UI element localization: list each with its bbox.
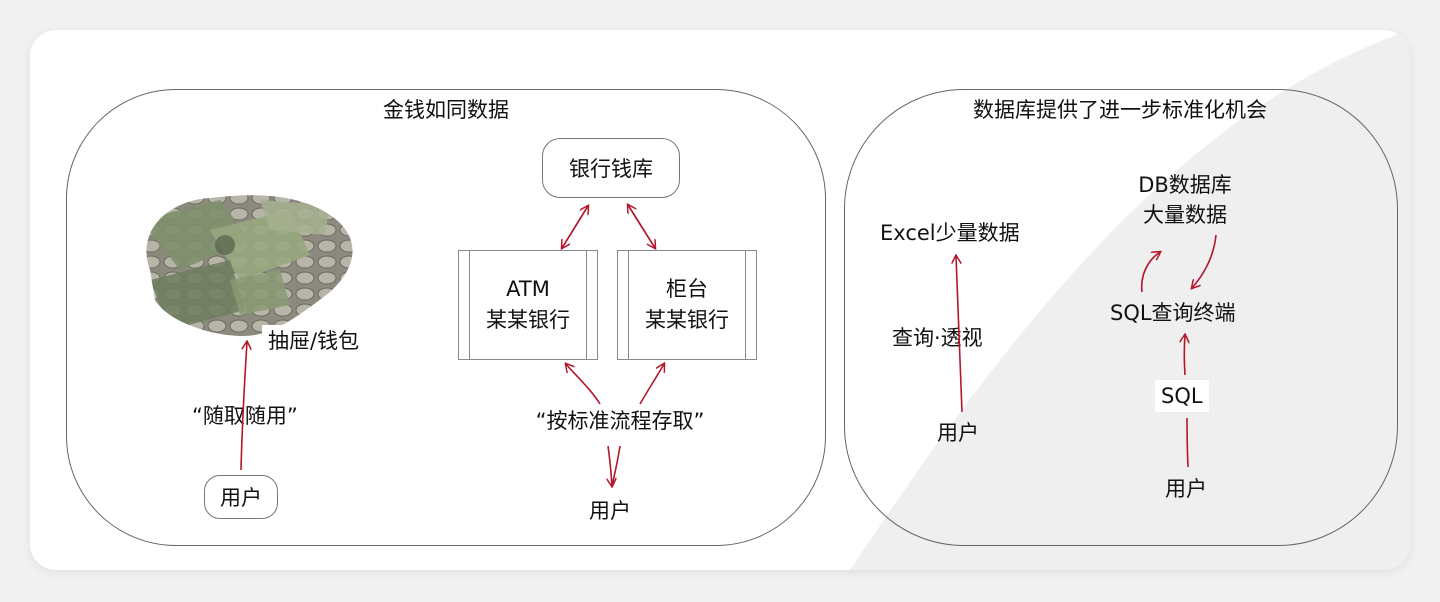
left-user-label: 用户 [937,421,979,445]
atm-bank-label: 某某银行 [486,308,570,332]
arrow-user-to-excel [956,256,963,413]
sql-terminal-label: SQL查询终端 [1110,301,1236,325]
arrow-vault-atm-b [562,205,589,248]
bottom-user-label: 用户 [589,499,631,523]
atm-box: ATM 某某银行 [458,250,598,360]
atm-label: ATM [506,276,550,301]
arrow-terminal-to-db [1140,252,1160,293]
diagram-canvas: 金钱如同数据 抽屉/钱包 “随取随用” 用户 银行钱库 ATM 某某银行 [30,30,1410,570]
arrow-standard-to-user [608,445,612,486]
background-shade [850,30,1410,570]
arrow-user-to-drawer [240,342,247,471]
arrow-standard-to-user-2 [611,445,621,487]
user-box-left: 用户 [204,475,278,519]
standard-process-label: “按标准流程存取” [535,409,705,433]
right-panel-title: 数据库提供了进一步标准化机会 [973,98,1267,122]
db-label-line1: DB数据库 [1138,173,1232,197]
arrow-standard-to-counter [639,364,664,405]
casual-access-label: “随取随用” [192,404,298,428]
arrow-user-to-sql [1186,417,1189,468]
arrow-db-to-terminal [1192,234,1217,288]
arrow-sql-to-terminal [1184,335,1185,376]
right-panel [844,89,1398,546]
counter-box: 柜台 某某银行 [617,250,757,360]
drawer-wallet-label: 抽屉/钱包 [262,325,366,358]
bank-vault-box: 银行钱库 [542,138,680,198]
arrow-vault-counter-b [628,205,656,249]
counter-label: 柜台 [666,276,708,301]
db-label-line2: 大量数据 [1143,203,1227,228]
left-panel-title: 金钱如同数据 [383,98,509,122]
money-pile-image [146,195,353,336]
left-panel [66,89,826,546]
query-pivot-label: 查询·透视 [886,322,989,355]
counter-bank-label: 某某银行 [645,308,729,332]
excel-label: Excel少量数据 [880,221,1020,245]
sql-label: SQL [1155,380,1209,413]
right-user-label: 用户 [1165,477,1207,501]
arrow-standard-to-atm [566,364,601,405]
arrows-layer [240,30,1217,570]
db-label: DB数据库 大量数据 [1125,170,1245,231]
